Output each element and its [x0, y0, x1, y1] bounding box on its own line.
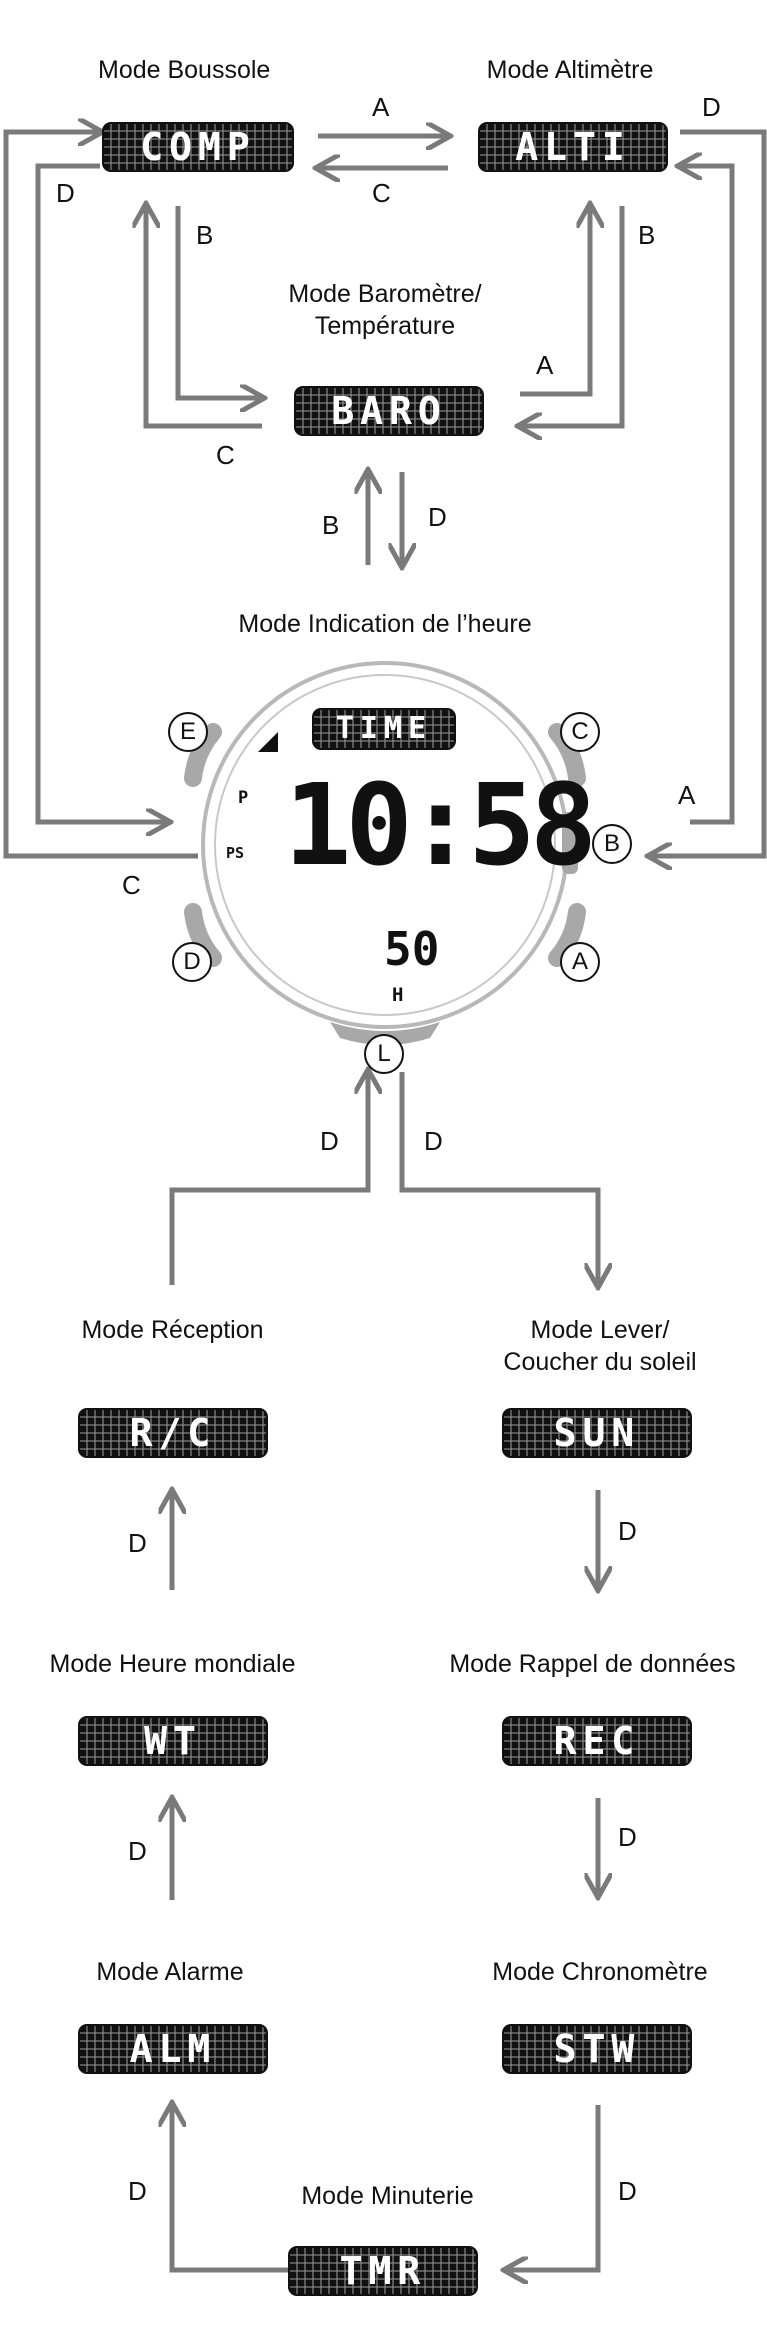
- watch-button-a: [548, 903, 586, 967]
- button-c-marker: C: [560, 712, 600, 752]
- arrow-comp-to-baro: [175, 206, 262, 398]
- lcd-wt: WT: [80, 1718, 266, 1764]
- label-timer-mode: Mode Minuterie: [301, 2182, 474, 2210]
- arrow-baro-to-comp: [146, 206, 262, 429]
- watch-p-indicator: P: [238, 788, 249, 808]
- watch-button-l: [330, 1022, 440, 1045]
- arrow-alti-to-baro: [520, 206, 625, 426]
- watch-button-e: [184, 723, 222, 787]
- button-b-marker: B: [592, 824, 632, 864]
- button-a-marker: A: [560, 942, 600, 982]
- label-world-time-mode: Mode Heure mondiale: [49, 1650, 296, 1678]
- watch-button-c: [548, 723, 586, 787]
- key-comp-alti-a: A: [372, 92, 390, 122]
- arrow-time-to-sun: [399, 1072, 598, 1285]
- label-reception-mode: Mode Réception: [81, 1316, 264, 1344]
- arrow-comp-to-time: [35, 163, 168, 822]
- arrow-alti-to-time: [650, 129, 767, 856]
- key-time-baro-b: B: [322, 510, 340, 540]
- lcd-tmr: TMR: [290, 2248, 476, 2294]
- key-time-left-c: C: [122, 870, 141, 900]
- button-l-marker: L: [364, 1034, 404, 1074]
- key-rec-stw-d: D: [618, 1822, 637, 1852]
- lcd-alm: ALM: [80, 2026, 266, 2072]
- key-time-sun-d: D: [424, 1126, 443, 1156]
- lcd-rc: R/C: [80, 1410, 266, 1456]
- key-alti-baro-b: B: [638, 220, 656, 250]
- indicator-triangle: [258, 732, 278, 752]
- key-baro-time-d: D: [428, 502, 447, 532]
- label-timekeeping-mode: Mode Indication de l’heure: [238, 610, 532, 638]
- arrow-time-to-comp: [3, 132, 198, 859]
- button-e-marker: E: [168, 712, 208, 752]
- key-sun-rec-d: D: [618, 1516, 637, 1546]
- button-d-marker: D: [172, 942, 212, 982]
- key-baro-comp-c: C: [216, 440, 235, 470]
- arrow-rc-to-time: [169, 1072, 368, 1285]
- lcd-comp: COMP: [104, 124, 292, 170]
- watch-illustration: [184, 661, 586, 1045]
- label-stopwatch-mode: Mode Chronomètre: [492, 1958, 708, 1986]
- key-tmr-alm-d: D: [128, 2176, 147, 2206]
- arrow-baro-to-alti: [520, 206, 590, 397]
- lcd-sun: SUN: [504, 1410, 690, 1456]
- label-barometer-mode-1: Mode Baromètre/: [288, 280, 482, 308]
- key-alm-wt-d: D: [128, 1836, 147, 1866]
- arrow-tmr-to-alm: [172, 2105, 290, 2273]
- key-alti-comp-c: C: [372, 178, 391, 208]
- key-right-d: D: [702, 92, 721, 122]
- label-alarm-mode: Mode Alarme: [96, 1958, 244, 1986]
- lcd-time: TIME: [314, 710, 454, 748]
- key-stw-tmr-d: D: [618, 2176, 637, 2206]
- label-data-recall-mode: Mode Rappel de données: [449, 1650, 736, 1678]
- label-sunrise-mode-2: Coucher du soleil: [503, 1348, 697, 1376]
- label-compass-mode: Mode Boussole: [98, 56, 271, 84]
- arrow-time-to-alti: [680, 166, 735, 825]
- key-left-d: D: [56, 178, 75, 208]
- label-altimeter-mode: Mode Altimètre: [486, 56, 654, 84]
- key-baro-alti-a: A: [536, 350, 554, 380]
- key-wt-rc-d: D: [128, 1528, 147, 1558]
- arrow-stw-to-tmr: [506, 2105, 601, 2270]
- label-barometer-mode-2: Température: [314, 312, 456, 340]
- watch-time-display: 10:58: [284, 761, 597, 891]
- watch-face: [214, 674, 556, 1016]
- key-time-right-a: A: [678, 780, 696, 810]
- watch-button-b: [562, 812, 578, 874]
- watch-ps-indicator: PS: [226, 844, 245, 862]
- watch-seconds-display: 50: [384, 922, 440, 976]
- lcd-rec: REC: [504, 1718, 690, 1764]
- lcd-alti: ALTI: [480, 124, 666, 170]
- watch-h-indicator: H: [392, 984, 404, 1006]
- label-sunrise-mode-1: Mode Lever/: [530, 1316, 670, 1344]
- key-rc-time-d: D: [320, 1126, 339, 1156]
- lcd-stw: STW: [504, 2026, 690, 2072]
- key-comp-baro-b: B: [196, 220, 214, 250]
- lcd-baro: BARO: [296, 388, 482, 434]
